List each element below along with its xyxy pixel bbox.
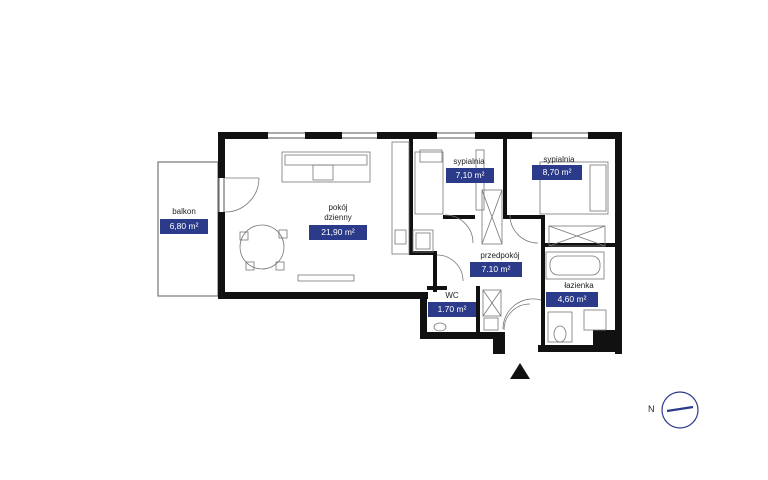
balkon-area-badge: 6,80 m² xyxy=(160,219,208,234)
interior-walls xyxy=(409,139,615,345)
pokoj-area-badge: 21,90 m² xyxy=(309,225,367,240)
outer-walls xyxy=(218,132,622,354)
pokoj-label-line1: pokój xyxy=(328,203,348,212)
przedpokoj-label: przedpokój xyxy=(480,251,520,260)
compass-north-letter: N xyxy=(648,404,655,414)
sypialnia2-label: sypialnia xyxy=(543,155,575,164)
przedpokoj-area-badge: 7.10 m² xyxy=(470,262,522,277)
compass-icon xyxy=(661,391,699,429)
door-swings xyxy=(224,177,542,331)
entrance-arrow-icon xyxy=(510,363,530,379)
sypialnia1-area-badge: 7,10 m² xyxy=(446,168,494,183)
windows xyxy=(218,132,588,212)
wc-label: WC xyxy=(445,291,459,300)
sypialnia1-label: sypialnia xyxy=(453,157,485,166)
lazienka-label: łazienka xyxy=(564,281,594,290)
wc-area-badge: 1.70 m² xyxy=(428,302,476,317)
balkon-label: balkon xyxy=(172,207,196,216)
furniture xyxy=(239,141,609,343)
lazienka-area-badge: 4,60 m² xyxy=(546,292,598,307)
sypialnia2-area-badge: 8,70 m² xyxy=(532,165,582,180)
pokoj-label-line2: dzienny xyxy=(324,213,352,222)
